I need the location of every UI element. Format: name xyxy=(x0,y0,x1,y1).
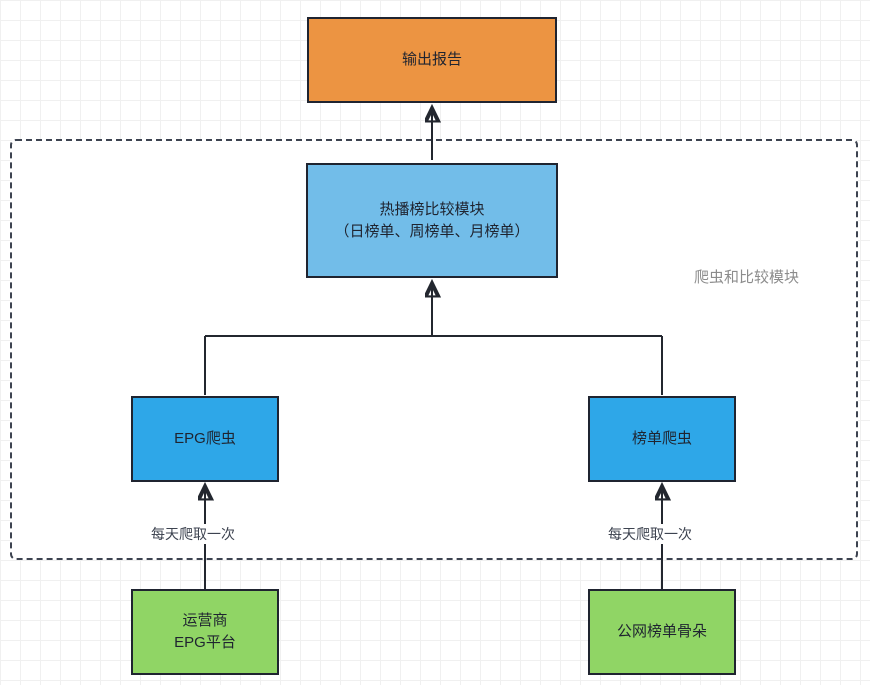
node-rank-crawler[interactable]: 榜单爬虫 xyxy=(588,396,736,482)
node-output-report[interactable]: 输出报告 xyxy=(307,17,557,103)
node-compare-module[interactable]: 热播榜比较模块 （日榜单、周榜单、月榜单） xyxy=(306,163,558,278)
node-public-rank-guduo[interactable]: 公网榜单骨朵 xyxy=(588,589,736,675)
edge-label-rank-daily-crawl: 每天爬取一次 xyxy=(605,524,695,544)
node-operator-epg-platform[interactable]: 运营商 EPG平台 xyxy=(131,589,279,675)
edge-label-epg-daily-crawl: 每天爬取一次 xyxy=(148,524,238,544)
group-label-crawler-and-compare: 爬虫和比较模块 xyxy=(694,269,800,286)
node-epg-crawler[interactable]: EPG爬虫 xyxy=(131,396,279,482)
